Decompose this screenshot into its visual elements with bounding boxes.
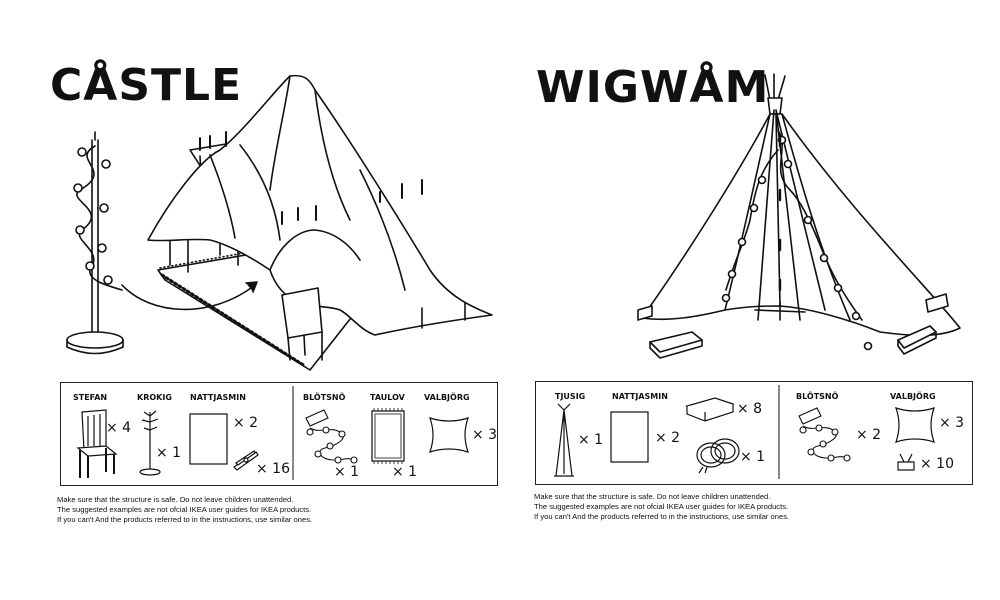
wigwam-illustration <box>637 73 961 359</box>
substitution-note: If you can't And the products referred t… <box>57 515 313 524</box>
divider <box>292 386 294 480</box>
pole-rack-icon <box>554 403 574 477</box>
arrow-icon <box>121 281 258 311</box>
string-lights-icon <box>305 409 358 464</box>
rope-icon <box>696 438 740 474</box>
castle-title: CÅSTLE <box>50 60 243 111</box>
part-qty: × 4 <box>106 420 132 436</box>
wigwam-title: WIGWÅM <box>536 62 770 113</box>
chair-icon <box>281 287 323 361</box>
part-qty: × 2 <box>655 430 681 446</box>
book-icon <box>637 293 949 359</box>
safety-note: Make sure that the structure is safe. Do… <box>534 492 771 501</box>
part-name: NATTJASMIN <box>190 393 246 402</box>
part-qty: × 2 <box>856 427 882 443</box>
rug-icon <box>371 408 405 464</box>
part-qty: × 1 <box>392 464 418 480</box>
part-qty: × 1 <box>578 432 604 448</box>
book-icon <box>684 397 736 422</box>
part-name: TJUSIG <box>555 392 586 401</box>
part-qty: × 2 <box>233 415 259 431</box>
clothes-peg-icon <box>199 131 423 225</box>
clothes-peg-icon <box>233 450 259 471</box>
part-name: VALBJÖRG <box>424 393 470 402</box>
disclaimer-note: The suggested examples are not ofcial IK… <box>57 505 312 514</box>
part-name: STEFAN <box>73 393 108 402</box>
coat-stand-icon <box>66 131 124 355</box>
string-lights-icon <box>73 145 123 291</box>
part-qty: × 10 <box>920 456 954 472</box>
part-name: BLÖTSNÖ <box>796 392 839 401</box>
part-name: BLÖTSNÖ <box>303 393 346 402</box>
divider <box>778 385 780 479</box>
part-qty: × 1 <box>740 449 766 465</box>
part-qty: × 1 <box>156 445 182 461</box>
part-name: KROKIG <box>137 393 172 402</box>
chair-icon <box>76 409 118 478</box>
cushion-icon <box>895 407 935 443</box>
part-qty: × 3 <box>939 415 965 431</box>
castle-parts-list <box>60 382 498 486</box>
coat-stand-icon <box>139 410 161 476</box>
string-lights-icon <box>798 407 851 462</box>
bed-sheet-icon <box>610 411 649 463</box>
part-name: VALBJÖRG <box>890 392 936 401</box>
cushion-icon <box>429 417 469 453</box>
part-qty: × 8 <box>737 401 763 417</box>
safety-note: Make sure that the structure is safe. Do… <box>57 495 294 504</box>
castle-illustration <box>66 74 493 371</box>
binder-clip-icon <box>897 453 915 471</box>
part-qty: × 16 <box>256 461 290 477</box>
disclaimer-note: The suggested examples are not ofcial IK… <box>534 502 789 511</box>
substitution-note: If you can't And the products referred t… <box>534 512 790 521</box>
part-qty: × 3 <box>472 427 498 443</box>
part-qty: × 1 <box>334 464 360 480</box>
part-name: TAULOV <box>370 393 405 402</box>
string-lights-icon <box>721 129 873 351</box>
part-name: NATTJASMIN <box>612 392 668 401</box>
bed-sheet-icon <box>189 413 228 465</box>
